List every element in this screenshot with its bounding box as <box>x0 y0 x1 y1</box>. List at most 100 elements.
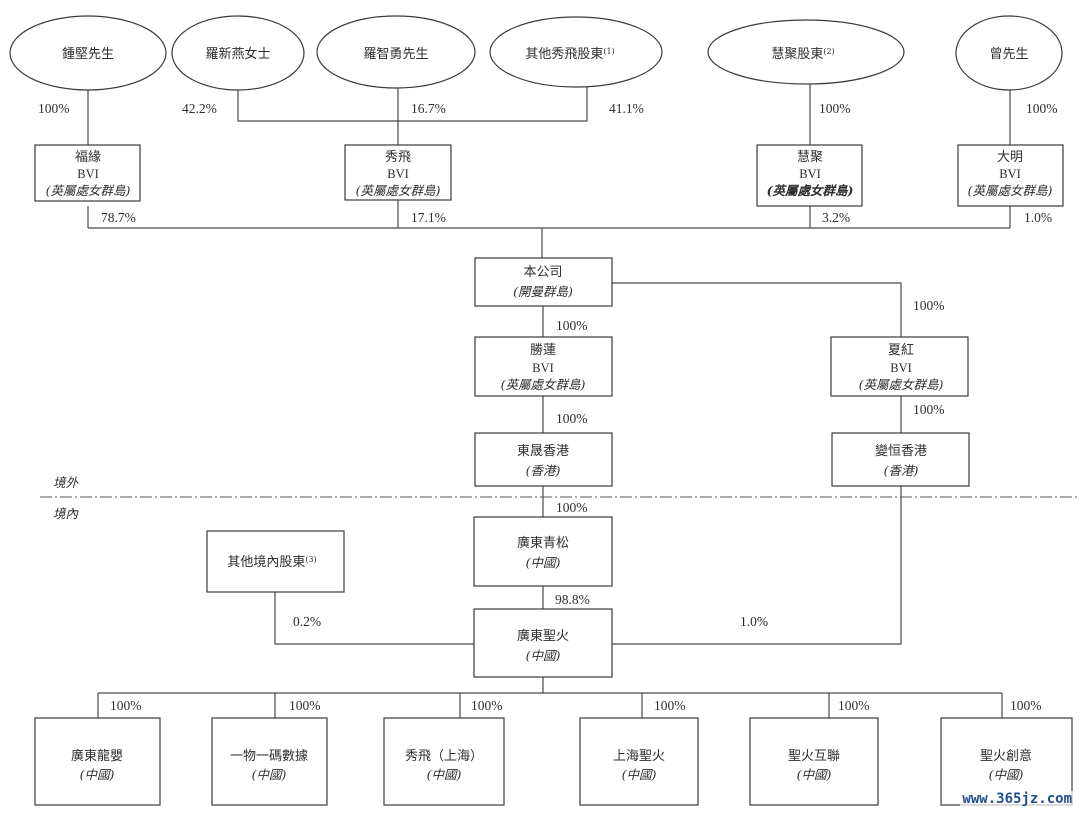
pct-label: 78.7% <box>101 210 136 225</box>
shareholder-node: 其他秀飛股東(1) <box>489 16 663 88</box>
svg-text:一物一碼數據: 一物一碼數據 <box>230 749 308 764</box>
line-bianheng-shenghuo <box>612 486 902 645</box>
pct-label: 100% <box>819 101 851 116</box>
shareholder-node: 曾先生 <box>955 15 1063 91</box>
svg-text:BVI: BVI <box>890 361 912 375</box>
svg-text:(英屬處女群島): (英屬處女群島) <box>859 377 944 392</box>
pct-label: 0.2% <box>293 614 321 629</box>
pct-label: 100% <box>110 698 142 713</box>
subsidiary-box: 一物一碼數據 (中國) <box>211 717 328 806</box>
svg-text:聖火互聯: 聖火互聯 <box>788 749 840 764</box>
svg-text:上海聖火: 上海聖火 <box>613 749 665 764</box>
region-label-offshore: 境外 <box>53 475 80 490</box>
svg-text:(英屬處女群島): (英屬處女群島) <box>356 183 441 198</box>
entity-box-daming: 大明 BVI (英屬處女群島) <box>957 144 1064 207</box>
svg-text:慧聚: 慧聚 <box>797 149 823 165</box>
svg-text:(中國): (中國) <box>427 767 462 782</box>
shareholder-node: 羅智勇先生 <box>316 15 476 89</box>
shareholder-name: 慧聚股東(2) <box>771 46 834 62</box>
svg-text:(香港): (香港) <box>884 463 919 478</box>
svg-text:BVI: BVI <box>77 167 99 181</box>
svg-text:(中國): (中國) <box>989 767 1024 782</box>
pct-label: 42.2% <box>182 101 217 116</box>
shareholder-node: 鍾堅先生 <box>9 15 167 91</box>
svg-text:其他境內股東(3): 其他境內股東(3) <box>227 554 316 570</box>
svg-text:變恒香港: 變恒香港 <box>875 443 927 459</box>
pct-label: 100% <box>38 101 70 116</box>
svg-text:BVI: BVI <box>999 167 1021 181</box>
watermark: www.365jz.com <box>960 791 1074 807</box>
svg-text:夏紅: 夏紅 <box>888 343 914 358</box>
svg-text:(中國): (中國) <box>622 767 657 782</box>
pct-label: 100% <box>913 402 945 417</box>
pct-label: 17.1% <box>411 210 446 225</box>
shareholder-name: 其他秀飛股東(1) <box>525 46 614 62</box>
svg-text:(英屬處女群島): (英屬處女群島) <box>46 183 131 198</box>
svg-text:大明: 大明 <box>997 150 1023 165</box>
subsidiary-box: 聖火創意 (中國) <box>940 717 1073 806</box>
line-company-xiahong <box>612 282 902 337</box>
svg-text:秀飛（上海）: 秀飛（上海） <box>405 749 483 764</box>
region-label-onshore: 境內 <box>53 506 80 521</box>
pct-label: 98.8% <box>555 592 590 607</box>
shareholder-name: 羅智勇先生 <box>363 47 428 62</box>
svg-text:(英屬處女群島): (英屬處女群島) <box>767 183 854 198</box>
pct-label: 100% <box>1026 101 1058 116</box>
pct-label: 1.0% <box>740 614 768 629</box>
svg-text:BVI: BVI <box>387 167 409 181</box>
subsidiary-box: 上海聖火 (中國) <box>579 717 699 806</box>
pct-label: 16.7% <box>411 101 446 116</box>
entity-box-company: 本公司 (開曼群島) <box>474 257 613 307</box>
entity-box-fuyuan: 福緣 BVI (英屬處女群島) <box>34 144 141 202</box>
entity-box-xiufei: 秀飛 BVI (英屬處女群島) <box>344 144 452 201</box>
entity-box-huiju: 慧聚 BVI (英屬處女群島) <box>756 144 863 207</box>
entity-box-dongsheng-hk: 東晟香港 (香港) <box>474 432 613 487</box>
pct-label: 41.1% <box>609 101 644 116</box>
svg-text:(中國): (中國) <box>526 555 561 570</box>
entity-box-xiahong: 夏紅 BVI (英屬處女群島) <box>830 336 969 397</box>
svg-text:(中國): (中國) <box>252 767 287 782</box>
pct-label: 3.2% <box>822 210 850 225</box>
subsidiary-box: 聖火互聯 (中國) <box>749 717 879 806</box>
subsidiary-box: 廣東龍嬰 (中國) <box>34 717 161 806</box>
pct-label: 100% <box>289 698 321 713</box>
svg-text:BVI: BVI <box>799 167 821 181</box>
svg-text:東晟香港: 東晟香港 <box>517 443 569 459</box>
shareholder-node: 羅新燕女士 <box>171 15 305 91</box>
pct-label: 100% <box>471 698 503 713</box>
pct-label: 100% <box>556 318 588 333</box>
pct-label: 1.0% <box>1024 210 1052 225</box>
entity-box-guangdong-shenghuo: 廣東聖火 (中國) <box>473 608 613 678</box>
svg-text:本公司: 本公司 <box>523 265 562 280</box>
shareholder-name: 鍾堅先生 <box>62 47 114 62</box>
line-otherdomestic-shenghuo <box>274 592 474 645</box>
shareholder-name: 羅新燕女士 <box>205 46 270 62</box>
svg-text:BVI: BVI <box>532 361 554 375</box>
pct-label: 100% <box>556 500 588 515</box>
svg-text:(中國): (中國) <box>526 648 561 663</box>
entity-box-other-domestic: 其他境內股東(3) <box>206 530 345 593</box>
svg-text:(中國): (中國) <box>797 767 832 782</box>
svg-text:廣東龍嬰: 廣東龍嬰 <box>71 748 123 764</box>
svg-text:(開曼群島): (開曼群島) <box>513 284 573 299</box>
entity-box-shenglian: 勝蓮 BVI (英屬處女群島) <box>474 336 613 397</box>
shareholder-name: 曾先生 <box>989 47 1028 62</box>
svg-text:勝蓮: 勝蓮 <box>530 343 556 358</box>
svg-text:(英屬處女群島): (英屬處女群島) <box>501 377 586 392</box>
pct-label: 100% <box>913 298 945 313</box>
entity-box-guangdong-qingsong: 廣東青松 (中國) <box>473 516 613 587</box>
pct-label: 100% <box>654 698 686 713</box>
svg-text:福緣: 福緣 <box>75 150 101 165</box>
svg-text:廣東青松: 廣東青松 <box>517 535 569 551</box>
pct-label: 100% <box>556 411 588 426</box>
svg-text:廣東聖火: 廣東聖火 <box>517 628 569 644</box>
subsidiary-box: 秀飛（上海） (中國) <box>383 717 505 806</box>
ownership-labels: 100% 42.2% 16.7% 41.1% 100% 100% 78.7% 1… <box>38 101 1058 713</box>
shareholder-node: 慧聚股東(2) <box>707 19 905 85</box>
line-xiufei-holders-bus <box>237 87 588 122</box>
entity-box-bianheng-hk: 變恒香港 (香港) <box>831 432 970 487</box>
svg-text:(中國): (中國) <box>80 767 115 782</box>
svg-text:(香港): (香港) <box>526 463 561 478</box>
connectors <box>87 84 1011 718</box>
